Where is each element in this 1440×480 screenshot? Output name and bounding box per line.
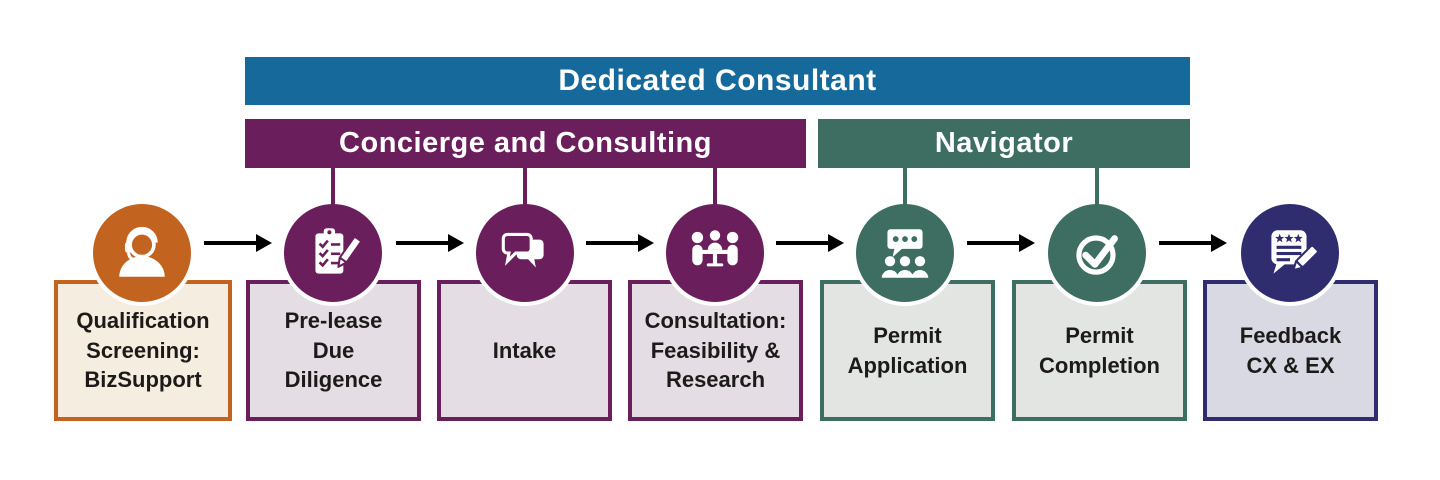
connector-line [903,166,907,212]
flow-arrow [967,234,1035,252]
banner-dedicated-consultant: Dedicated Consultant [245,57,1190,105]
step-label-feedback: Feedback CX & EX [1239,322,1342,378]
banner-concierge-label: Concierge and Consulting [339,127,712,159]
arrow-line [396,241,452,245]
step-circle-qualification-screening [89,200,195,306]
banner-navigator: Navigator [818,119,1190,168]
arrow-head-icon [828,234,844,252]
step-circle-consultation [662,200,768,306]
step-label-consultation: Consultation: Feasibility & Research [644,307,787,393]
presentation-audience-icon [881,229,929,278]
support-agent-headset-icon [119,226,165,277]
checklist-pencil-icon [315,228,362,274]
arrow-head-icon [1211,234,1227,252]
arrow-head-icon [1019,234,1035,252]
arrow-line [1159,241,1215,245]
banner-concierge-and-consulting: Concierge and Consulting [245,119,806,168]
connector-line [331,166,335,212]
step-label-pre-lease-due-diligence: Pre-lease Due Diligence [284,307,383,393]
arrow-head-icon [448,234,464,252]
step-label-qualification-screening: Qualification Screening: BizSupport [76,307,210,393]
feedback-review-icon [1271,230,1319,274]
step-circle-pre-lease-due-diligence [280,200,386,306]
flow-arrow [204,234,272,252]
step-circle-intake [472,200,578,306]
meeting-table-icon [691,230,739,267]
step-circle-feedback [1237,200,1343,306]
arrow-line [586,241,642,245]
arrow-head-icon [638,234,654,252]
step-circle-permit-completion [1044,200,1150,306]
step-label-intake: Intake [492,337,557,363]
arrow-line [204,241,260,245]
connector-line [713,166,717,212]
arrow-line [776,241,832,245]
arrow-head-icon [256,234,272,252]
arrow-line [967,241,1023,245]
check-circle-icon [1076,235,1118,275]
step-box-permit-completion: Permit Completion [1012,280,1187,421]
step-circle-permit-application [852,200,958,306]
banner-navigator-label: Navigator [934,127,1074,159]
flow-arrow [776,234,844,252]
connector-line [523,166,527,212]
flow-arrow [396,234,464,252]
step-box-qualification-screening: Qualification Screening: BizSupport [54,280,232,421]
step-label-permit-completion: Permit Completion [1039,322,1160,378]
chat-bubbles-icon [501,232,544,268]
flow-arrow [1159,234,1227,252]
connector-line [1095,166,1099,212]
banner-dedicated-consultant-label: Dedicated Consultant [558,64,877,97]
flow-arrow [586,234,654,252]
step-label-permit-application: Permit Application [847,322,968,378]
